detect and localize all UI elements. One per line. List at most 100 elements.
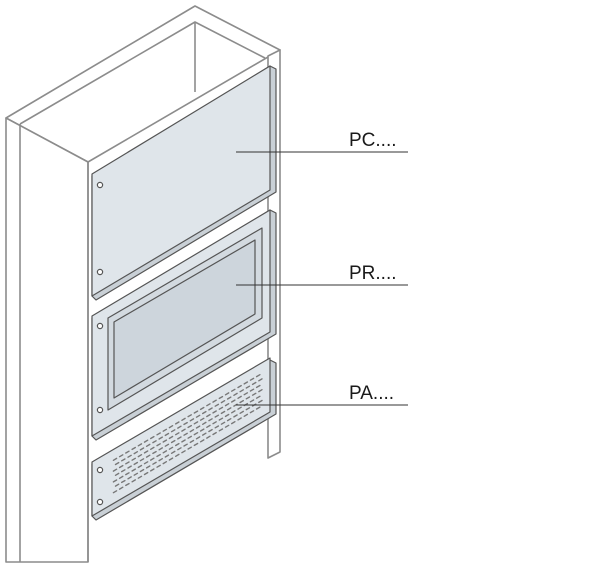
vent-slot: [181, 450, 186, 454]
vent-slot: [243, 413, 249, 417]
vent-slot: [208, 428, 213, 433]
vent-slot: [125, 450, 130, 454]
vent-slot: [249, 388, 255, 392]
vent-slot: [251, 392, 257, 396]
vent-slot: [224, 392, 230, 396]
vent-slot: [158, 436, 164, 440]
vent-slot: [168, 446, 174, 450]
vent-slot: [255, 406, 261, 410]
vent-slot: [114, 461, 120, 466]
vent-slot: [156, 464, 161, 468]
panel-blank-screw-bottom: [96, 268, 104, 276]
vent-slot: [199, 406, 205, 411]
vent-slot: [255, 395, 261, 399]
vent-slot: [239, 399, 245, 404]
vent-slot: [230, 388, 236, 392]
vent-slot: [195, 425, 201, 429]
vent-slot: [249, 410, 255, 414]
vent-slot: [181, 417, 186, 421]
vent-slot: [220, 410, 226, 415]
vent-slot: [137, 443, 143, 447]
vent-slot: [114, 472, 120, 476]
vent-slot: [118, 486, 124, 490]
vent-slot: [164, 454, 170, 458]
callout-label-pa: PA....: [349, 383, 394, 404]
vent-slot: [201, 432, 207, 436]
vent-slot: [189, 429, 195, 433]
callout-label-pc: PC....: [349, 130, 397, 151]
vent-slot: [156, 432, 161, 436]
vent-slot: [127, 465, 132, 469]
vent-slot: [212, 410, 217, 414]
vent-slot: [249, 377, 255, 381]
vent-slot: [133, 472, 139, 476]
vent-slot: [127, 476, 132, 480]
vent-slot: [170, 429, 176, 433]
vent-slot: [131, 446, 137, 451]
callout-label-pr: PR....: [349, 263, 397, 284]
vent-slot: [174, 421, 180, 425]
vent-slot: [120, 469, 126, 473]
vent-slot: [218, 428, 224, 432]
vent-slot: [206, 403, 211, 407]
vent-slot: [143, 471, 149, 476]
vent-slot: [181, 428, 186, 432]
vent-slot: [174, 432, 180, 436]
vent-slot: [208, 418, 213, 422]
vent-slot: [118, 454, 124, 458]
vent-slot: [224, 413, 230, 418]
vent-slot: [230, 421, 236, 425]
vent-slot: [237, 384, 242, 389]
vent-slot: [199, 428, 205, 432]
panel-window-door: [91, 209, 277, 441]
vent-slot: [230, 410, 236, 414]
vent-slot: [220, 421, 226, 425]
vent-slot: [208, 407, 213, 411]
vent-slot: [237, 417, 242, 421]
vent-slot: [145, 443, 151, 447]
vent-slot: [168, 425, 174, 429]
vent-slot: [189, 439, 195, 444]
vent-slot: [112, 468, 118, 472]
vent-slot: [233, 414, 238, 418]
vent-slot: [137, 475, 143, 479]
vent-slot: [199, 417, 205, 421]
vent-slot: [193, 442, 199, 447]
vent-slot: [193, 432, 199, 436]
vent-slot: [118, 475, 124, 479]
vent-slot: [212, 431, 217, 436]
vent-slot: [174, 453, 180, 457]
vent-slot: [218, 406, 224, 410]
vent-slot: [195, 436, 201, 440]
vent-slot: [239, 389, 245, 393]
panel-window-screw-top: [96, 322, 104, 330]
vent-slot: [152, 440, 157, 444]
vent-slot: [143, 439, 149, 443]
vent-slot: [258, 389, 263, 393]
vent-slot: [145, 465, 151, 469]
vent-slot: [177, 447, 182, 451]
vent-slot: [158, 458, 164, 462]
vent-slot: [201, 421, 207, 425]
vent-slot: [162, 439, 168, 443]
vent-slot: [139, 447, 145, 451]
vent-slot: [220, 400, 226, 404]
vent-slot: [168, 435, 174, 440]
vent-slot: [149, 446, 155, 450]
vent-slot: [212, 421, 217, 425]
vent-slot: [143, 461, 149, 465]
vent-slot: [187, 414, 193, 418]
vent-slot: [125, 482, 130, 487]
vent-slot: [131, 479, 137, 483]
vent-slot: [183, 432, 188, 436]
panel-vented-slots: [112, 374, 263, 494]
vent-slot: [214, 425, 220, 429]
vent-slot: [243, 381, 249, 385]
panel-window-screw-bottom: [96, 406, 104, 414]
vent-slot: [189, 418, 195, 422]
vent-slot: [156, 453, 161, 458]
vent-slot: [218, 395, 224, 400]
cabinet-side-left: [5, 117, 89, 563]
vent-slot: [177, 436, 182, 440]
